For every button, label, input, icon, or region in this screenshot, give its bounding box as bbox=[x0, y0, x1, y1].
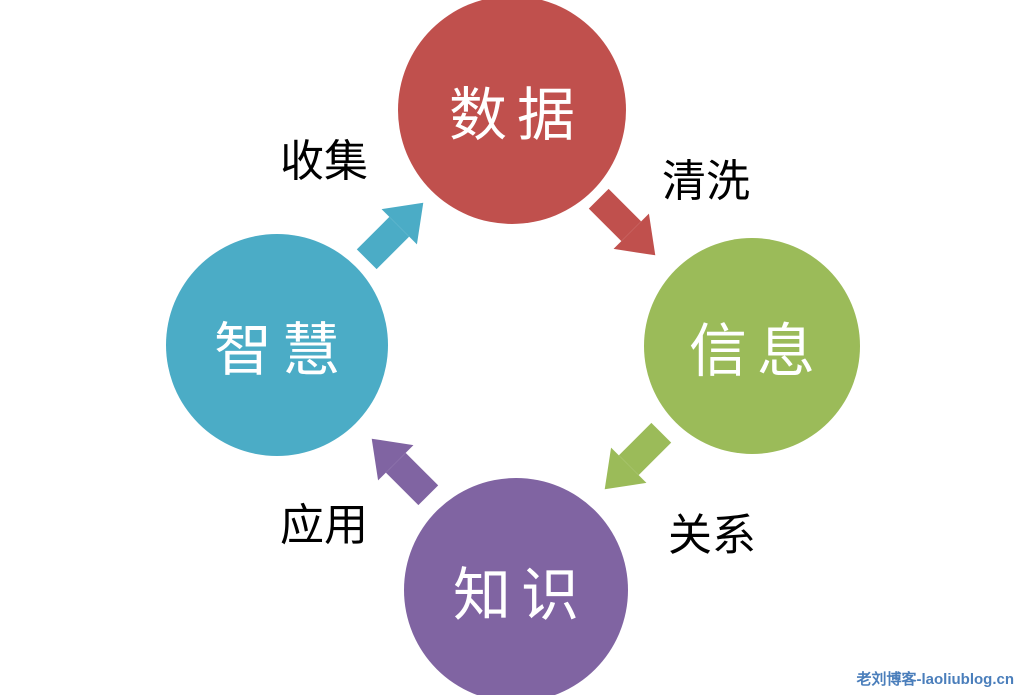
arrow-label-clean: 清洗 bbox=[662, 157, 750, 206]
node-information-label: 信息 bbox=[688, 319, 825, 384]
node-knowledge-label: 知识 bbox=[452, 563, 589, 628]
node-data-label: 数据 bbox=[448, 83, 585, 148]
node-wisdom-circle: 智慧 bbox=[166, 234, 388, 456]
arrow-data-to-information-icon bbox=[581, 181, 673, 273]
node-wisdom-label: 智慧 bbox=[213, 318, 350, 383]
arrow-information-to-knowledge-icon bbox=[587, 415, 679, 507]
arrow-label-apply: 应用 bbox=[280, 501, 368, 550]
node-knowledge-circle: 知识 bbox=[404, 478, 628, 695]
node-information-circle: 信息 bbox=[644, 238, 860, 454]
node-data-circle: 数据 bbox=[398, 0, 626, 224]
arrow-knowledge-to-wisdom-icon bbox=[354, 421, 446, 513]
arrow-label-relation: 关系 bbox=[668, 511, 756, 560]
watermark-text: 老刘博客-laoliublog.cn bbox=[856, 671, 1015, 688]
arrow-wisdom-to-data-icon bbox=[349, 185, 441, 277]
arrow-label-collect: 收集 bbox=[280, 137, 368, 186]
